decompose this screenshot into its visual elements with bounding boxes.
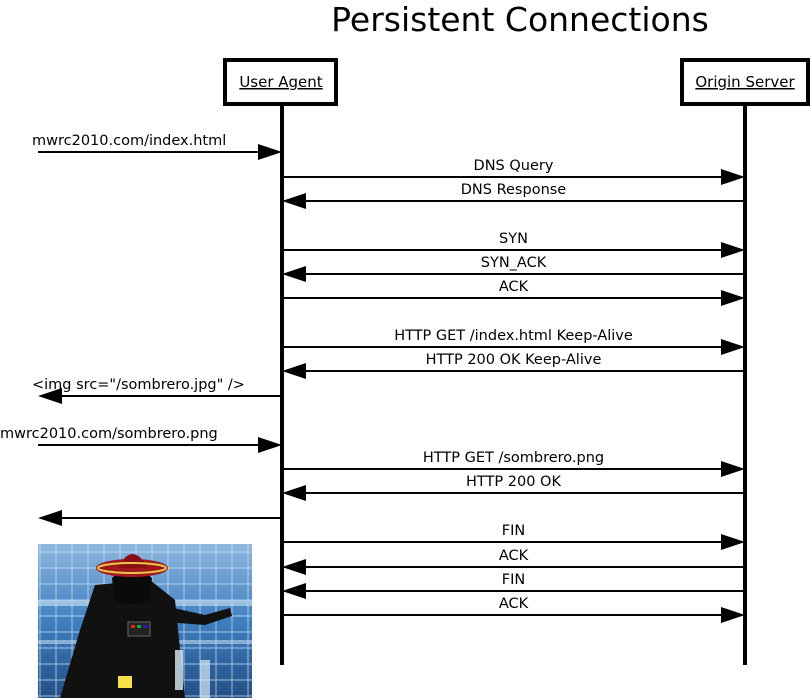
arrowhead — [38, 510, 62, 526]
message-label: HTTP GET /index.html Keep-Alive — [394, 328, 633, 344]
message-8: <img src="/sombrero.jpg" /> — [32, 377, 282, 404]
message-1: DNS Query — [282, 158, 745, 185]
message-11: HTTP 200 OK — [282, 474, 745, 501]
arrowhead — [258, 144, 282, 160]
message-label: ACK — [499, 596, 529, 612]
message-9: mwrc2010.com/sombrero.png — [0, 426, 282, 453]
actor-box — [680, 58, 810, 106]
message-label: SYN_ACK — [481, 255, 547, 271]
actor-box — [223, 58, 338, 106]
message-label: DNS Query — [474, 158, 554, 174]
message-10: HTTP GET /sombrero.png — [282, 450, 745, 477]
actor-origin-server: Origin Server — [680, 58, 810, 106]
message-label: HTTP GET /sombrero.png — [423, 450, 604, 466]
arrowhead — [38, 388, 62, 404]
arrowhead — [282, 193, 306, 209]
diagram-title: Persistent Connections — [331, 0, 709, 39]
message-16: ACK — [282, 596, 745, 623]
arrowhead — [282, 559, 306, 575]
arrowhead — [721, 339, 745, 355]
message-13: FIN — [282, 523, 745, 550]
message-label: HTTP 200 OK — [466, 474, 561, 490]
message-label: ACK — [499, 279, 529, 295]
message-label: SYN — [499, 231, 528, 247]
actor-user-agent: User Agent — [223, 58, 338, 106]
actor-user-agent-label: User Agent — [239, 73, 322, 91]
message-3: SYN — [282, 231, 745, 258]
arrowhead — [721, 290, 745, 306]
message-6: HTTP GET /index.html Keep-Alive — [282, 328, 745, 355]
message-label: HTTP 200 OK Keep-Alive — [426, 352, 602, 368]
actor-origin-server-label: Origin Server — [695, 73, 795, 91]
message-7: HTTP 200 OK Keep-Alive — [282, 352, 745, 379]
message-4: SYN_ACK — [282, 255, 745, 282]
arrowhead — [721, 607, 745, 623]
arrowhead — [282, 485, 306, 501]
arrowhead — [721, 461, 745, 477]
message-2: DNS Response — [282, 182, 745, 209]
message-12 — [38, 510, 282, 526]
message-label: mwrc2010.com/index.html — [32, 133, 226, 149]
message-label: mwrc2010.com/sombrero.png — [0, 426, 218, 442]
message-label: ACK — [499, 548, 529, 564]
message-label: FIN — [502, 523, 525, 539]
arrowhead — [258, 437, 282, 453]
darth-vader-sombrero-picture — [38, 544, 252, 698]
arrowhead — [721, 534, 745, 550]
arrowhead — [721, 242, 745, 258]
arrowhead — [282, 266, 306, 282]
arrowhead — [721, 169, 745, 185]
message-5: ACK — [282, 279, 745, 306]
message-label: <img src="/sombrero.jpg" /> — [32, 377, 245, 393]
message-15: FIN — [282, 572, 745, 599]
arrowhead — [282, 583, 306, 599]
arrowhead — [282, 363, 306, 379]
message-label: FIN — [502, 572, 525, 588]
message-14: ACK — [282, 548, 745, 575]
message-label: DNS Response — [461, 182, 567, 198]
message-0: mwrc2010.com/index.html — [32, 133, 282, 160]
